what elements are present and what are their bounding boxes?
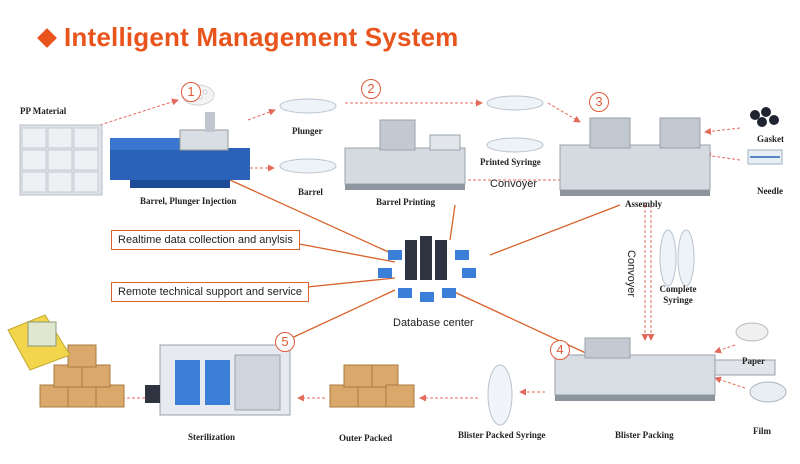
syringe-parts [279,95,544,174]
pp-material-bags [19,124,103,196]
arrow-printed-to-assembly [547,102,581,123]
sterilization-machine [145,344,291,416]
delivery-truck [7,314,71,371]
label-blister-packing: Blister Packing [615,430,674,440]
blister-syringe-shape [487,364,513,426]
wire-db-assembly [489,204,621,256]
gasket-needle-parts [747,107,783,165]
title-diamond-icon [37,27,57,48]
arrow-gasket-to-assembly [704,127,741,135]
shipping-boxes [39,344,125,408]
arrow-needle-to-assembly [704,152,741,161]
title-text: Intelligent Management System [64,22,459,52]
complete-syringe-shape [659,229,695,287]
step-number-4: 4 [550,340,570,360]
step-number-1: 1 [181,82,201,102]
label-assembly: Assembly [625,199,663,209]
label-plunger: Plunger [292,126,323,136]
label-film: Film [753,426,771,436]
label-barrel: Barrel [298,187,323,197]
label-paper: Paper [742,356,765,366]
database-servers [378,236,476,302]
label-database-center: Database center [393,317,474,329]
blister-machine [554,337,776,401]
injection-machine [110,112,250,188]
page-title: Intelligent Management System [37,22,459,53]
label-barrel-plunger-injection: Barrel, Plunger Injection [140,196,237,206]
printing-machine [344,119,466,190]
wire-db-printing [449,204,456,241]
assembly-machine [559,117,711,196]
wire-db-injection [229,179,396,256]
step-number-2: 2 [361,79,381,99]
label-complete-syringe: Complete Syringe [659,284,697,305]
step-number-3: 3 [589,92,609,112]
label-sterilization: Sterilization [188,432,235,442]
paper-film-rolls [735,322,787,403]
arrow-material-to-pellets [99,98,179,126]
arrow-injection-to-plunger [247,108,276,121]
realtime-data-box: Realtime data collection and anylsis [111,230,300,250]
label-needle: Needle [757,186,783,196]
label-blister-packed-syringe: Blister Packed Syringe [458,430,546,440]
label-pp-material: PP Material [20,106,67,116]
arrow-film-to-packing [714,376,746,389]
step-number-5: 5 [275,332,295,352]
remote-support-box: Remote technical support and service [111,282,310,302]
label-outer-packed: Outer Packed [339,433,393,443]
label-barrel-printing: Barrel Printing [376,197,436,207]
arrow-paper-to-packing [714,344,736,354]
label-gasket: Gasket [757,134,784,144]
label-convoyer-vertical: Convoyer [625,250,637,298]
outer-packed-boxes [329,364,415,408]
label-printed-syringe: Printed Syringe [480,157,541,167]
label-convoyer-horizontal: Convoyer [490,178,538,190]
